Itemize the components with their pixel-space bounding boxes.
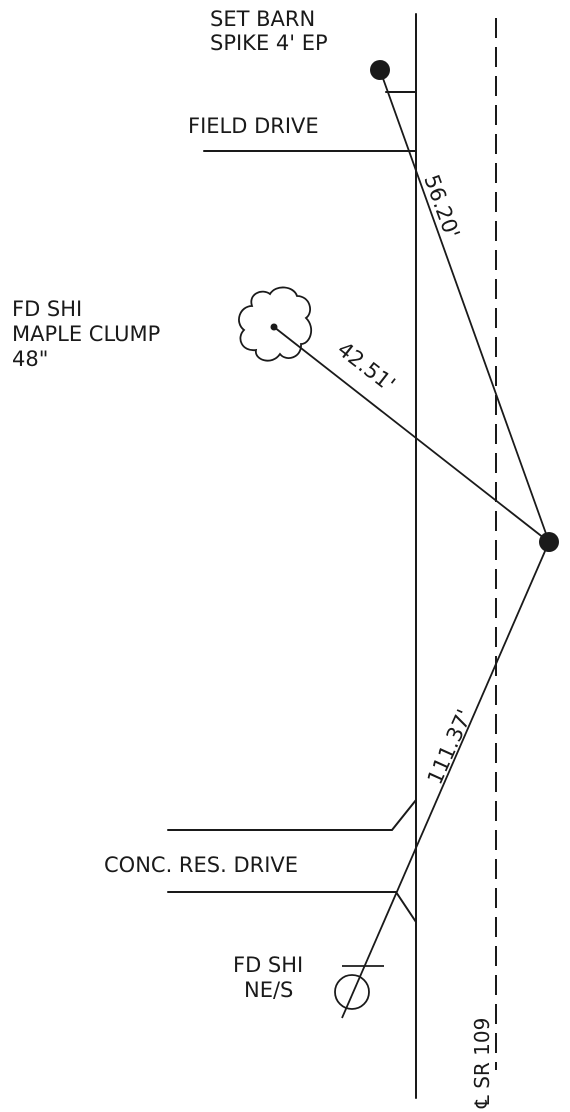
fd-shi-monument-icon xyxy=(334,965,384,1010)
maple-center-dot xyxy=(270,323,278,331)
distance-maple-label: 42.51' xyxy=(333,337,400,396)
station-point-icon xyxy=(539,532,559,552)
field-drive-label: FIELD DRIVE xyxy=(188,114,319,138)
tie-line-barn-spike xyxy=(379,69,550,543)
tie-line-fd-shi xyxy=(341,541,550,1019)
distance-barn-spike-label: 56.20' xyxy=(419,172,464,242)
field-drive xyxy=(203,91,417,152)
fd-shi-monument-circle xyxy=(334,974,370,1010)
maple-clump-tree-icon xyxy=(238,286,313,362)
barn-spike-label: SET BARN SPIKE 4' EP xyxy=(210,7,328,55)
conc-res-drive-label: CONC. RES. DRIVE xyxy=(104,853,298,877)
centerline-sr109-label: ℄ SR 109 xyxy=(470,1018,494,1109)
maple-clump-label: FD SHI MAPLE CLUMP 48" xyxy=(12,297,167,371)
fd-shi-nes-label: FD SHI NE/S xyxy=(233,953,310,1002)
conc-drive-lower-line xyxy=(167,891,417,923)
conc-drive-upper-line xyxy=(167,799,417,831)
distance-fd-shi-label: 111.37' xyxy=(423,706,477,788)
barn-spike-point-icon xyxy=(370,60,390,80)
tie-line-maple xyxy=(273,326,550,543)
